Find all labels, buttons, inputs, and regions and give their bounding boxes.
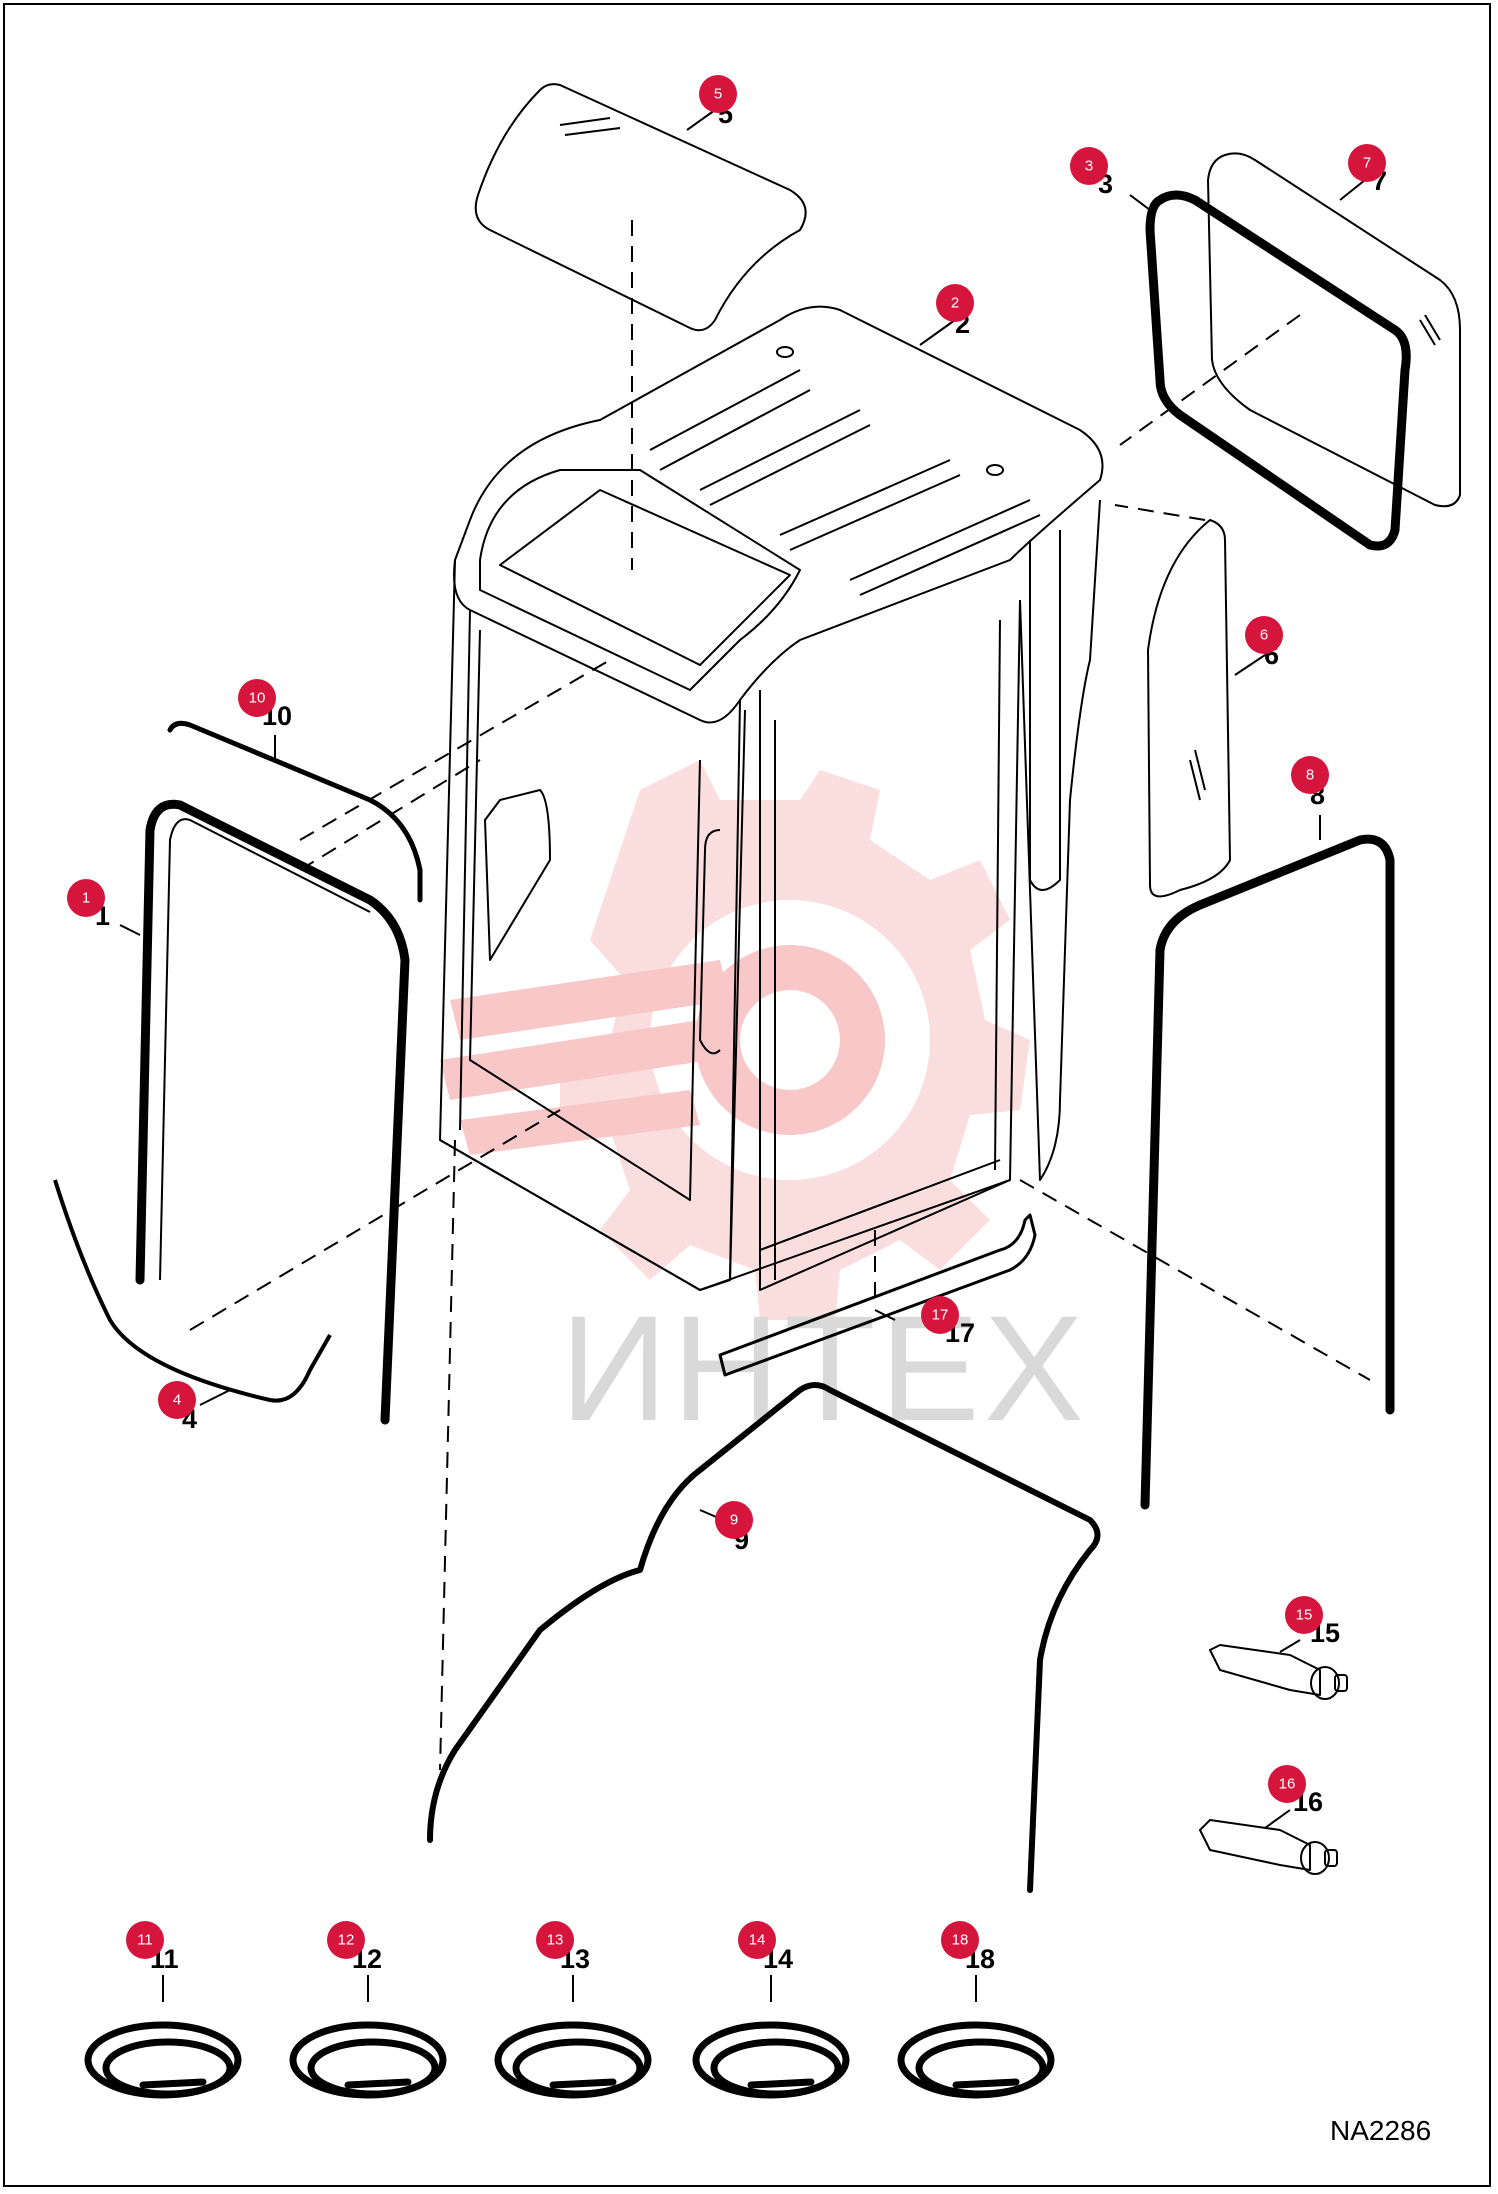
callout-badge-label-1: 1 <box>82 890 90 907</box>
callout-badge-2 <box>936 284 974 322</box>
rear-glass <box>1207 152 1461 508</box>
callout-badge-5 <box>699 75 737 113</box>
callout-badge-11 <box>126 1921 164 1959</box>
callout-badge-label-15: 15 <box>1296 1607 1313 1624</box>
callout-badge-8 <box>1291 756 1329 794</box>
coil-11 <box>84 2021 242 2099</box>
coil-14 <box>692 2021 850 2099</box>
callout-badge-label-8: 8 <box>1306 767 1314 784</box>
watermark-logo <box>440 760 1030 1320</box>
callout-badge-label-7: 7 <box>1363 155 1371 172</box>
callout-badge-18 <box>941 1921 979 1959</box>
callout-badge-label-3: 3 <box>1085 158 1093 175</box>
seal-8 <box>1140 834 1395 1510</box>
callout-badge-label-10: 10 <box>249 690 266 707</box>
callout-badge-7 <box>1348 144 1386 182</box>
watermark-text: ИНТЕХ <box>560 1284 1088 1452</box>
callout-badge-label-2: 2 <box>951 295 959 312</box>
side-glass <box>1147 519 1231 898</box>
seal-9 <box>427 1382 1101 1893</box>
callout-badge-10 <box>238 679 276 717</box>
callout-badge-15 <box>1285 1596 1323 1634</box>
callout-badge-label-13: 13 <box>547 1932 564 1949</box>
cab-roof <box>453 305 1104 724</box>
callout-badge-label-9: 9 <box>730 1512 738 1529</box>
seal-17 <box>718 1213 1037 1377</box>
coil-12 <box>289 2021 447 2099</box>
adhesive-tube-16 <box>1199 1819 1338 1875</box>
callout-badge-14 <box>738 1921 776 1959</box>
callout-badge-3 <box>1070 147 1108 185</box>
callout-badge-label-11: 11 <box>137 1932 153 1949</box>
callout-badge-6 <box>1245 616 1283 654</box>
callout-badge-label-18: 18 <box>952 1932 969 1949</box>
coil-18 <box>897 2021 1055 2099</box>
callout-badge-label-6: 6 <box>1260 627 1268 644</box>
assembly-lines <box>189 220 1371 1771</box>
callout-badge-17 <box>921 1296 959 1334</box>
cab-body <box>439 499 1101 1291</box>
diagram-code: NA2286 <box>1330 2115 1431 2146</box>
callout-badge-label-16: 16 <box>1279 1776 1296 1793</box>
callout-badge-label-4: 4 <box>173 1392 181 1409</box>
callouts: 1122334455667788991010111112121313141415… <box>67 75 1387 1974</box>
diagram-frame <box>3 3 1491 2187</box>
callout-badge-label-14: 14 <box>749 1932 766 1949</box>
callout-badge-12 <box>327 1921 365 1959</box>
callout-badge-1 <box>67 879 105 917</box>
callout-badge-4 <box>158 1381 196 1419</box>
rear-seal <box>1145 190 1411 551</box>
leader-lines <box>119 109 1366 2002</box>
callout-badge-label-5: 5 <box>714 86 722 103</box>
adhesive-tube-15 <box>1209 1644 1348 1700</box>
callout-badge-13 <box>536 1921 574 1959</box>
seal-1 <box>135 799 410 1425</box>
callout-badge-label-12: 12 <box>338 1932 355 1949</box>
seal-4 <box>53 1179 332 1403</box>
callout-badge-16 <box>1268 1765 1306 1803</box>
roof-glass <box>474 83 807 332</box>
callout-badge-9 <box>715 1501 753 1539</box>
callout-badge-label-17: 17 <box>932 1307 949 1324</box>
coil-13 <box>494 2021 652 2099</box>
